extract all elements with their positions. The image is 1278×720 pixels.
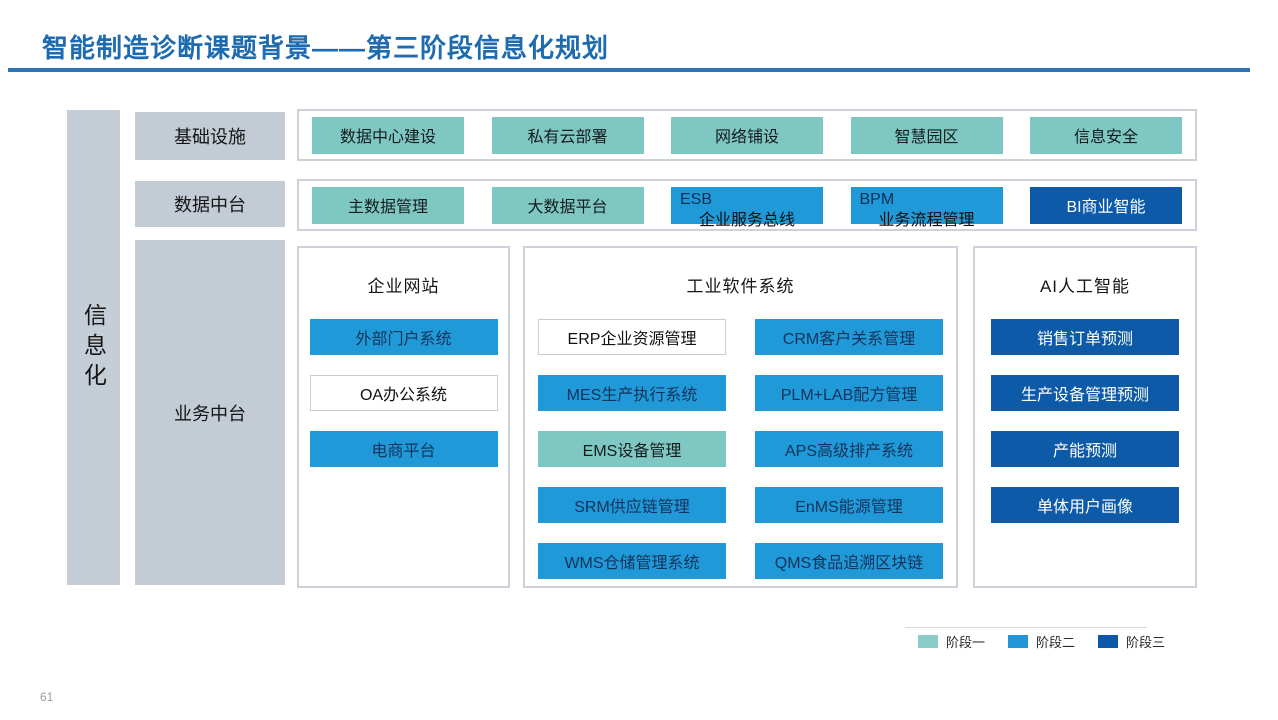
row-label-infrastructure: 基础设施 [135, 112, 285, 160]
esb-fullname: 企业服务总线 [698, 211, 795, 229]
ind-item-srm: SRM供应链管理 [538, 487, 726, 523]
industrial-column-left: ERP企业资源管理 MES生产执行系统 EMS设备管理 SRM供应链管理 WMS… [538, 319, 726, 579]
group-title-website: 企业网站 [367, 277, 440, 296]
infra-item-smart-park: 智慧园区 [850, 116, 1003, 154]
legend-label-phase2: 阶段二 [1036, 635, 1076, 650]
ind-item-plm-lab: PLM+LAB配方管理 [755, 375, 943, 411]
ai-item-capacity-forecast: 产能预测 [991, 431, 1179, 467]
data-item-esb: ESB 企业服务总线 [671, 186, 823, 229]
legend-divider [905, 627, 1147, 628]
ind-item-mes: MES生产执行系统 [538, 375, 726, 411]
page-title: 智能制造诊断课题背景——第三阶段信息化规划 [42, 33, 610, 63]
web-item-ecommerce: 电商平台 [309, 431, 498, 467]
group-title-ai: AI人工智能 [1039, 277, 1131, 296]
side-label-informatization: 信息化 [67, 110, 120, 585]
legend: 阶段一 阶段二 阶段三 [918, 632, 1165, 651]
ind-item-crm: CRM客户关系管理 [755, 319, 943, 355]
legend-item-phase1: 阶段一 [918, 632, 985, 651]
legend-label-phase3: 阶段三 [1126, 635, 1166, 650]
bpm-fullname: 业务流程管理 [878, 211, 975, 229]
ai-item-equipment-forecast: 生产设备管理预测 [991, 375, 1179, 411]
web-item-external-portal: 外部门户系统 [309, 319, 498, 355]
group-industrial-software: 工业软件系统 ERP企业资源管理 MES生产执行系统 EMS设备管理 SRM供应… [523, 246, 958, 588]
infra-item-private-cloud: 私有云部署 [491, 116, 644, 154]
page-number: 61 [40, 690, 54, 704]
data-item-bi: BI商业智能 [1030, 186, 1182, 224]
infrastructure-row: 数据中心建设 私有云部署 网络铺设 智慧园区 信息安全 [297, 109, 1197, 161]
industrial-column-right: CRM客户关系管理 PLM+LAB配方管理 APS高级排产系统 EnMS能源管理… [755, 319, 943, 579]
group-title-industrial: 工业软件系统 [686, 277, 795, 296]
industrial-columns: ERP企业资源管理 MES生产执行系统 EMS设备管理 SRM供应链管理 WMS… [525, 319, 956, 579]
row-label-data-platform: 数据中台 [135, 181, 285, 227]
data-item-master-data: 主数据管理 [312, 186, 464, 224]
legend-item-phase3: 阶段三 [1098, 632, 1165, 651]
bpm-abbrev: BPM [859, 190, 895, 208]
data-item-bpm: BPM 业务流程管理 [850, 186, 1003, 229]
ind-item-wms: WMS仓储管理系统 [538, 543, 726, 579]
row-label-business-platform: 业务中台 [135, 240, 285, 585]
ai-stack: 销售订单预测 生产设备管理预测 产能预测 单体用户画像 [975, 319, 1195, 523]
ind-item-erp: ERP企业资源管理 [538, 319, 726, 355]
legend-label-phase1: 阶段一 [946, 635, 986, 650]
data-platform-row: 主数据管理 大数据平台 ESB 企业服务总线 BPM 业务流程管理 BI商业智能 [297, 179, 1197, 231]
data-item-big-data: 大数据平台 [491, 186, 644, 224]
phase3-swatch-icon [1098, 635, 1119, 648]
ind-item-qms: QMS食品追溯区块链 [755, 543, 943, 579]
group-ai: AI人工智能 销售订单预测 生产设备管理预测 产能预测 单体用户画像 [973, 246, 1197, 588]
title-divider [8, 68, 1250, 72]
infra-item-datacenter: 数据中心建设 [312, 116, 464, 154]
legend-item-phase2: 阶段二 [1008, 632, 1075, 651]
web-item-oa: OA办公系统 [309, 375, 498, 411]
esb-abbrev: ESB [680, 190, 713, 208]
infra-item-info-security: 信息安全 [1030, 116, 1182, 154]
ind-item-enms: EnMS能源管理 [755, 487, 943, 523]
phase2-swatch-icon [1008, 635, 1029, 648]
website-stack: 外部门户系统 OA办公系统 电商平台 [299, 319, 508, 467]
ind-item-aps: APS高级排产系统 [755, 431, 943, 467]
ind-item-ems: EMS设备管理 [538, 431, 726, 467]
ai-item-sales-forecast: 销售订单预测 [991, 319, 1179, 355]
group-enterprise-website: 企业网站 外部门户系统 OA办公系统 电商平台 [297, 246, 510, 588]
infra-item-network: 网络铺设 [671, 116, 823, 154]
phase1-swatch-icon [918, 635, 938, 648]
ai-item-user-profile: 单体用户画像 [991, 487, 1179, 523]
